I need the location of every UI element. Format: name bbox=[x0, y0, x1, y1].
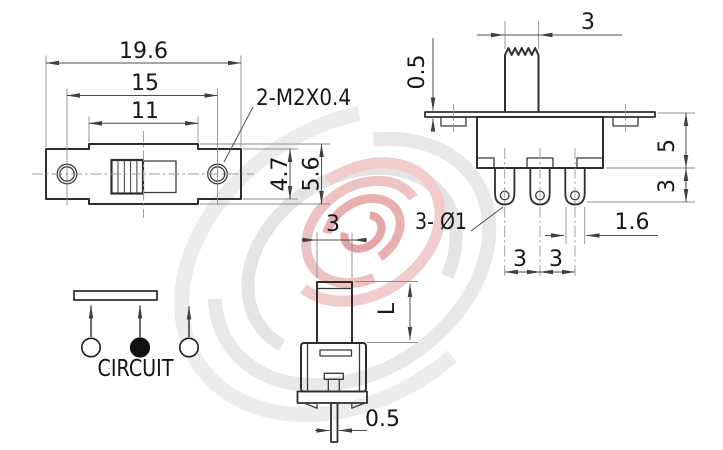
front-body-step-right bbox=[576, 157, 603, 168]
dim-slot-width: 11 bbox=[131, 99, 159, 124]
terminal-3 bbox=[564, 168, 586, 206]
circuit-common-bar bbox=[73, 290, 158, 301]
side-terminal-pin bbox=[330, 402, 339, 443]
side-view: 3 L 0.5 bbox=[296, 212, 418, 443]
top-view: 19.6 15 11 4.7 5.6 2-M2X0.4 bbox=[32, 39, 351, 218]
thread-leader-line bbox=[223, 106, 254, 163]
terminal-1 bbox=[494, 168, 516, 206]
dim-tab-height: 4.7 bbox=[268, 157, 293, 192]
dim-hole-pitch: 15 bbox=[131, 71, 159, 96]
circuit-terminal-left bbox=[81, 337, 102, 358]
dim-actuator-height: L bbox=[375, 302, 400, 315]
dim-terminal-length: 3 bbox=[655, 179, 680, 193]
terminal-hole-leader-line bbox=[470, 206, 504, 232]
front-view: 3 0.5 5 3 3- Ø1 1.6 3 3 bbox=[405, 10, 695, 278]
watermark-red-ring-outer bbox=[280, 157, 446, 307]
watermark-gray-ring-mid bbox=[207, 131, 497, 393]
front-body-step-left bbox=[477, 157, 495, 168]
watermark-gray-ring-inner bbox=[241, 161, 463, 363]
terminal-holes-label: 3- Ø1 bbox=[415, 210, 467, 235]
slider-knob-serrations bbox=[117, 160, 138, 194]
side-foot-right bbox=[351, 402, 366, 409]
dim-pitch-left: 3 bbox=[513, 247, 527, 272]
terminal-2 bbox=[529, 168, 551, 206]
circuit-terminal-right bbox=[179, 337, 200, 358]
front-body bbox=[476, 116, 604, 169]
top-view-body bbox=[45, 143, 242, 205]
dim-body-height: 5.6 bbox=[300, 157, 325, 192]
side-foot-left bbox=[303, 402, 318, 409]
dim-actuator-width-side: 3 bbox=[326, 212, 340, 237]
circuit-terminal-common bbox=[129, 337, 151, 358]
circuit-arrows bbox=[88, 305, 192, 337]
watermark-red-core bbox=[340, 211, 386, 253]
front-actuator bbox=[504, 47, 540, 112]
dim-pin-width: 0.5 bbox=[365, 407, 400, 432]
circuit-caption: CIRCUIT bbox=[98, 356, 175, 382]
dim-overall-width: 19.6 bbox=[119, 39, 168, 64]
dim-pitch-right: 3 bbox=[549, 247, 563, 272]
side-body-notch bbox=[319, 349, 353, 357]
watermark-red-ring-inner bbox=[321, 194, 405, 270]
dim-body-height-front: 5 bbox=[655, 139, 680, 153]
circuit-diagram: CIRCUIT bbox=[73, 290, 200, 382]
slider-knob bbox=[110, 158, 145, 195]
dim-terminal-width: 1.6 bbox=[615, 210, 650, 235]
thread-spec-label: 2-M2X0.4 bbox=[256, 86, 351, 111]
dim-flange-thickness: 0.5 bbox=[405, 55, 430, 90]
dim-actuator-width-front: 3 bbox=[581, 10, 595, 35]
side-actuator bbox=[316, 281, 353, 344]
